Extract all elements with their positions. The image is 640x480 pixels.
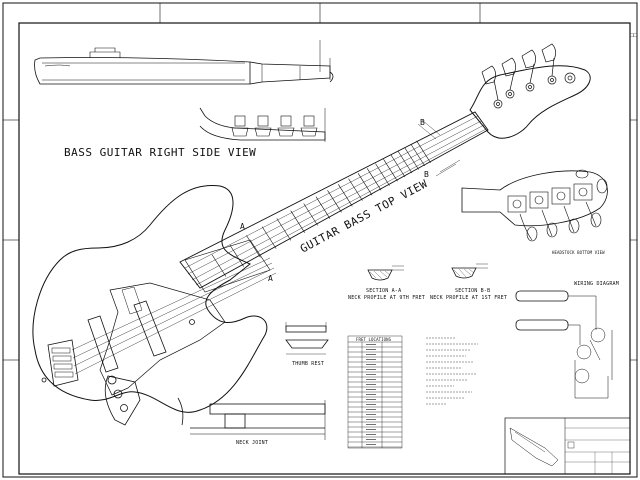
fret-location-table bbox=[347, 335, 403, 449]
headstock-top-drawing bbox=[417, 43, 591, 177]
headstock-side-drawing bbox=[199, 107, 326, 142]
section-marker-b-upper: B bbox=[420, 118, 426, 127]
neck-joint-drawing bbox=[177, 397, 326, 440]
section-marker-a-lower: A bbox=[268, 274, 274, 283]
side-view-drawing bbox=[34, 40, 334, 85]
section-b-caption: NECK PROFILE AT 1ST FRET bbox=[430, 295, 508, 301]
bass-neck-drawing bbox=[179, 111, 489, 293]
headstock-bottom-view-title: HEADSTOCK BOTTOM VIEW bbox=[552, 250, 605, 255]
section-marker-a-upper: A bbox=[240, 222, 246, 231]
section-a-drawing bbox=[367, 265, 404, 281]
notes-block bbox=[426, 337, 478, 405]
right-side-view-title: BASS GUITAR RIGHT SIDE VIEW bbox=[64, 146, 257, 159]
fretboard-frets bbox=[211, 140, 431, 277]
wiring-diagram bbox=[515, 290, 613, 399]
headstock-bottom-drawing bbox=[461, 169, 608, 242]
title-block bbox=[504, 417, 631, 475]
section-b-title: SECTION B-B bbox=[455, 288, 491, 294]
section-marker-b-lower: B bbox=[424, 170, 430, 179]
section-a-title: SECTION A-A bbox=[366, 288, 402, 294]
wiring-diagram-title: WIRING DIAGRAM bbox=[574, 281, 619, 287]
neck-joint-title: NECK JOINT bbox=[236, 440, 269, 446]
thumb-rest-drawing bbox=[285, 322, 329, 355]
thumb-rest-title: THUMB REST bbox=[292, 361, 325, 367]
bass-body-drawing bbox=[32, 184, 277, 426]
svg-text:□□: □□ bbox=[630, 33, 638, 39]
section-a-caption: NECK PROFILE AT 9TH FRET bbox=[348, 295, 426, 301]
section-b-drawing bbox=[451, 263, 488, 279]
fret-table-title: FRET LOCATIONS bbox=[356, 337, 392, 342]
